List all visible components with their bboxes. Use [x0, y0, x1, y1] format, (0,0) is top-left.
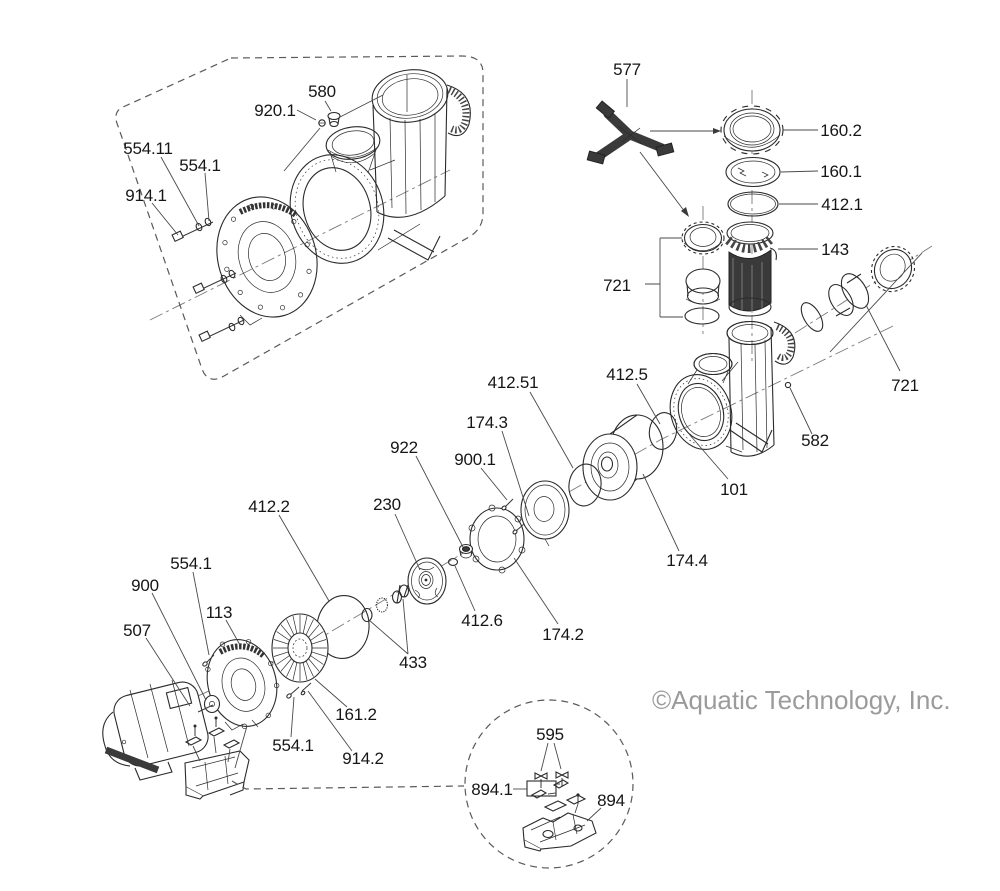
- seal-ring-174-2: [468, 504, 526, 574]
- part-label-412-1: 412.1: [821, 195, 863, 214]
- part-label-914-1: 914.1: [125, 186, 167, 205]
- volute-front-ring: [289, 154, 441, 264]
- impeller-230: [407, 557, 447, 605]
- strainer-pot: [371, 69, 471, 218]
- lock-ring-160-2: [720, 105, 784, 155]
- part-label-412-51: 412.51: [488, 373, 539, 392]
- small-screws: [202, 654, 312, 699]
- part-label-554-1b: 554.1: [170, 554, 212, 573]
- part-label-412-6: 412.6: [461, 611, 503, 630]
- screws-900-1: [501, 498, 525, 535]
- union-group-721-left: [645, 221, 725, 325]
- motor-507: [102, 679, 214, 781]
- part-label-174-3: 174.3: [466, 413, 508, 432]
- seal-plate-113: [205, 639, 280, 731]
- part-label-721a: 721: [603, 276, 631, 295]
- watermark-text: ©Aquatic Technology, Inc.: [652, 685, 951, 715]
- pump-housing-101: [669, 320, 796, 457]
- tool-577: [586, 100, 675, 165]
- washer-412-6: [447, 558, 459, 566]
- part-label-894-1: 894.1: [471, 780, 513, 799]
- flange-bolt-holes: [222, 203, 312, 311]
- leader-lines: [145, 79, 819, 822]
- centerlines: [139, 90, 933, 723]
- part-label-577: 577: [613, 60, 641, 79]
- cover-174-3: [520, 480, 570, 547]
- oring-412-1: [727, 191, 779, 217]
- motor-group: [102, 639, 312, 800]
- flange-bolts: [171, 217, 245, 343]
- part-labels: 580 920.1 554.11 554.1 914.1 577 160.2 1…: [123, 60, 919, 810]
- part-label-143: 143: [821, 240, 849, 259]
- assembled-view-boundary: [115, 55, 484, 380]
- part-label-412-2: 412.2: [248, 497, 290, 516]
- fitting-580: [327, 111, 341, 128]
- part-label-174-2: 174.2: [542, 625, 584, 644]
- motor-base: [184, 716, 250, 800]
- part-label-894: 894: [597, 791, 625, 810]
- part-label-160-1: 160.1: [820, 162, 862, 181]
- part-label-554-1a: 554.1: [179, 156, 221, 175]
- part-label-174-4: 174.4: [666, 551, 708, 570]
- assembled-pump-inset: [171, 69, 471, 343]
- part-label-582: 582: [801, 431, 829, 450]
- part-label-412-5: 412.5: [606, 365, 648, 384]
- part-label-554-11: 554.11: [123, 139, 173, 158]
- part-label-507: 507: [123, 621, 151, 640]
- shaft-seal-922: [458, 543, 474, 559]
- slinger-900: [203, 694, 221, 714]
- part-label-160-2: 160.2: [820, 121, 862, 140]
- part-label-113: 113: [206, 603, 233, 622]
- diffuser-174-4: [582, 414, 664, 501]
- part-label-161-2: 161.2: [335, 705, 377, 724]
- base-894: [522, 794, 597, 852]
- part-label-900-1: 900.1: [454, 450, 496, 469]
- union-group-721-right: [800, 245, 923, 372]
- part-label-580: 580: [308, 82, 336, 101]
- plug-582: [784, 381, 792, 389]
- shaft-hardware-433: [361, 584, 410, 623]
- part-label-595: 595: [536, 725, 564, 744]
- clips-894-1: [526, 779, 570, 799]
- basket-143: [725, 221, 777, 317]
- part-label-101: 101: [720, 480, 748, 499]
- part-label-433: 433: [399, 653, 427, 672]
- part-label-721b: 721: [891, 376, 919, 395]
- vaned-disc-161-2: [271, 613, 329, 683]
- part-label-920-1: 920.1: [254, 101, 296, 120]
- part-label-914-2: 914.2: [342, 749, 384, 768]
- exploded-axis-parts: [271, 412, 678, 683]
- oring-412-51: [568, 463, 602, 507]
- part-label-230: 230: [373, 495, 401, 514]
- part-label-900: 900: [131, 576, 159, 595]
- part-label-554-1c: 554.1: [272, 736, 314, 755]
- oring-412-5: [648, 412, 678, 450]
- plug-920-1: [318, 119, 326, 127]
- part-label-922: 922: [390, 438, 418, 457]
- volute-port-collar: [325, 126, 381, 174]
- mounting-base-detail: [231, 699, 634, 869]
- lid-160-1: [725, 156, 781, 188]
